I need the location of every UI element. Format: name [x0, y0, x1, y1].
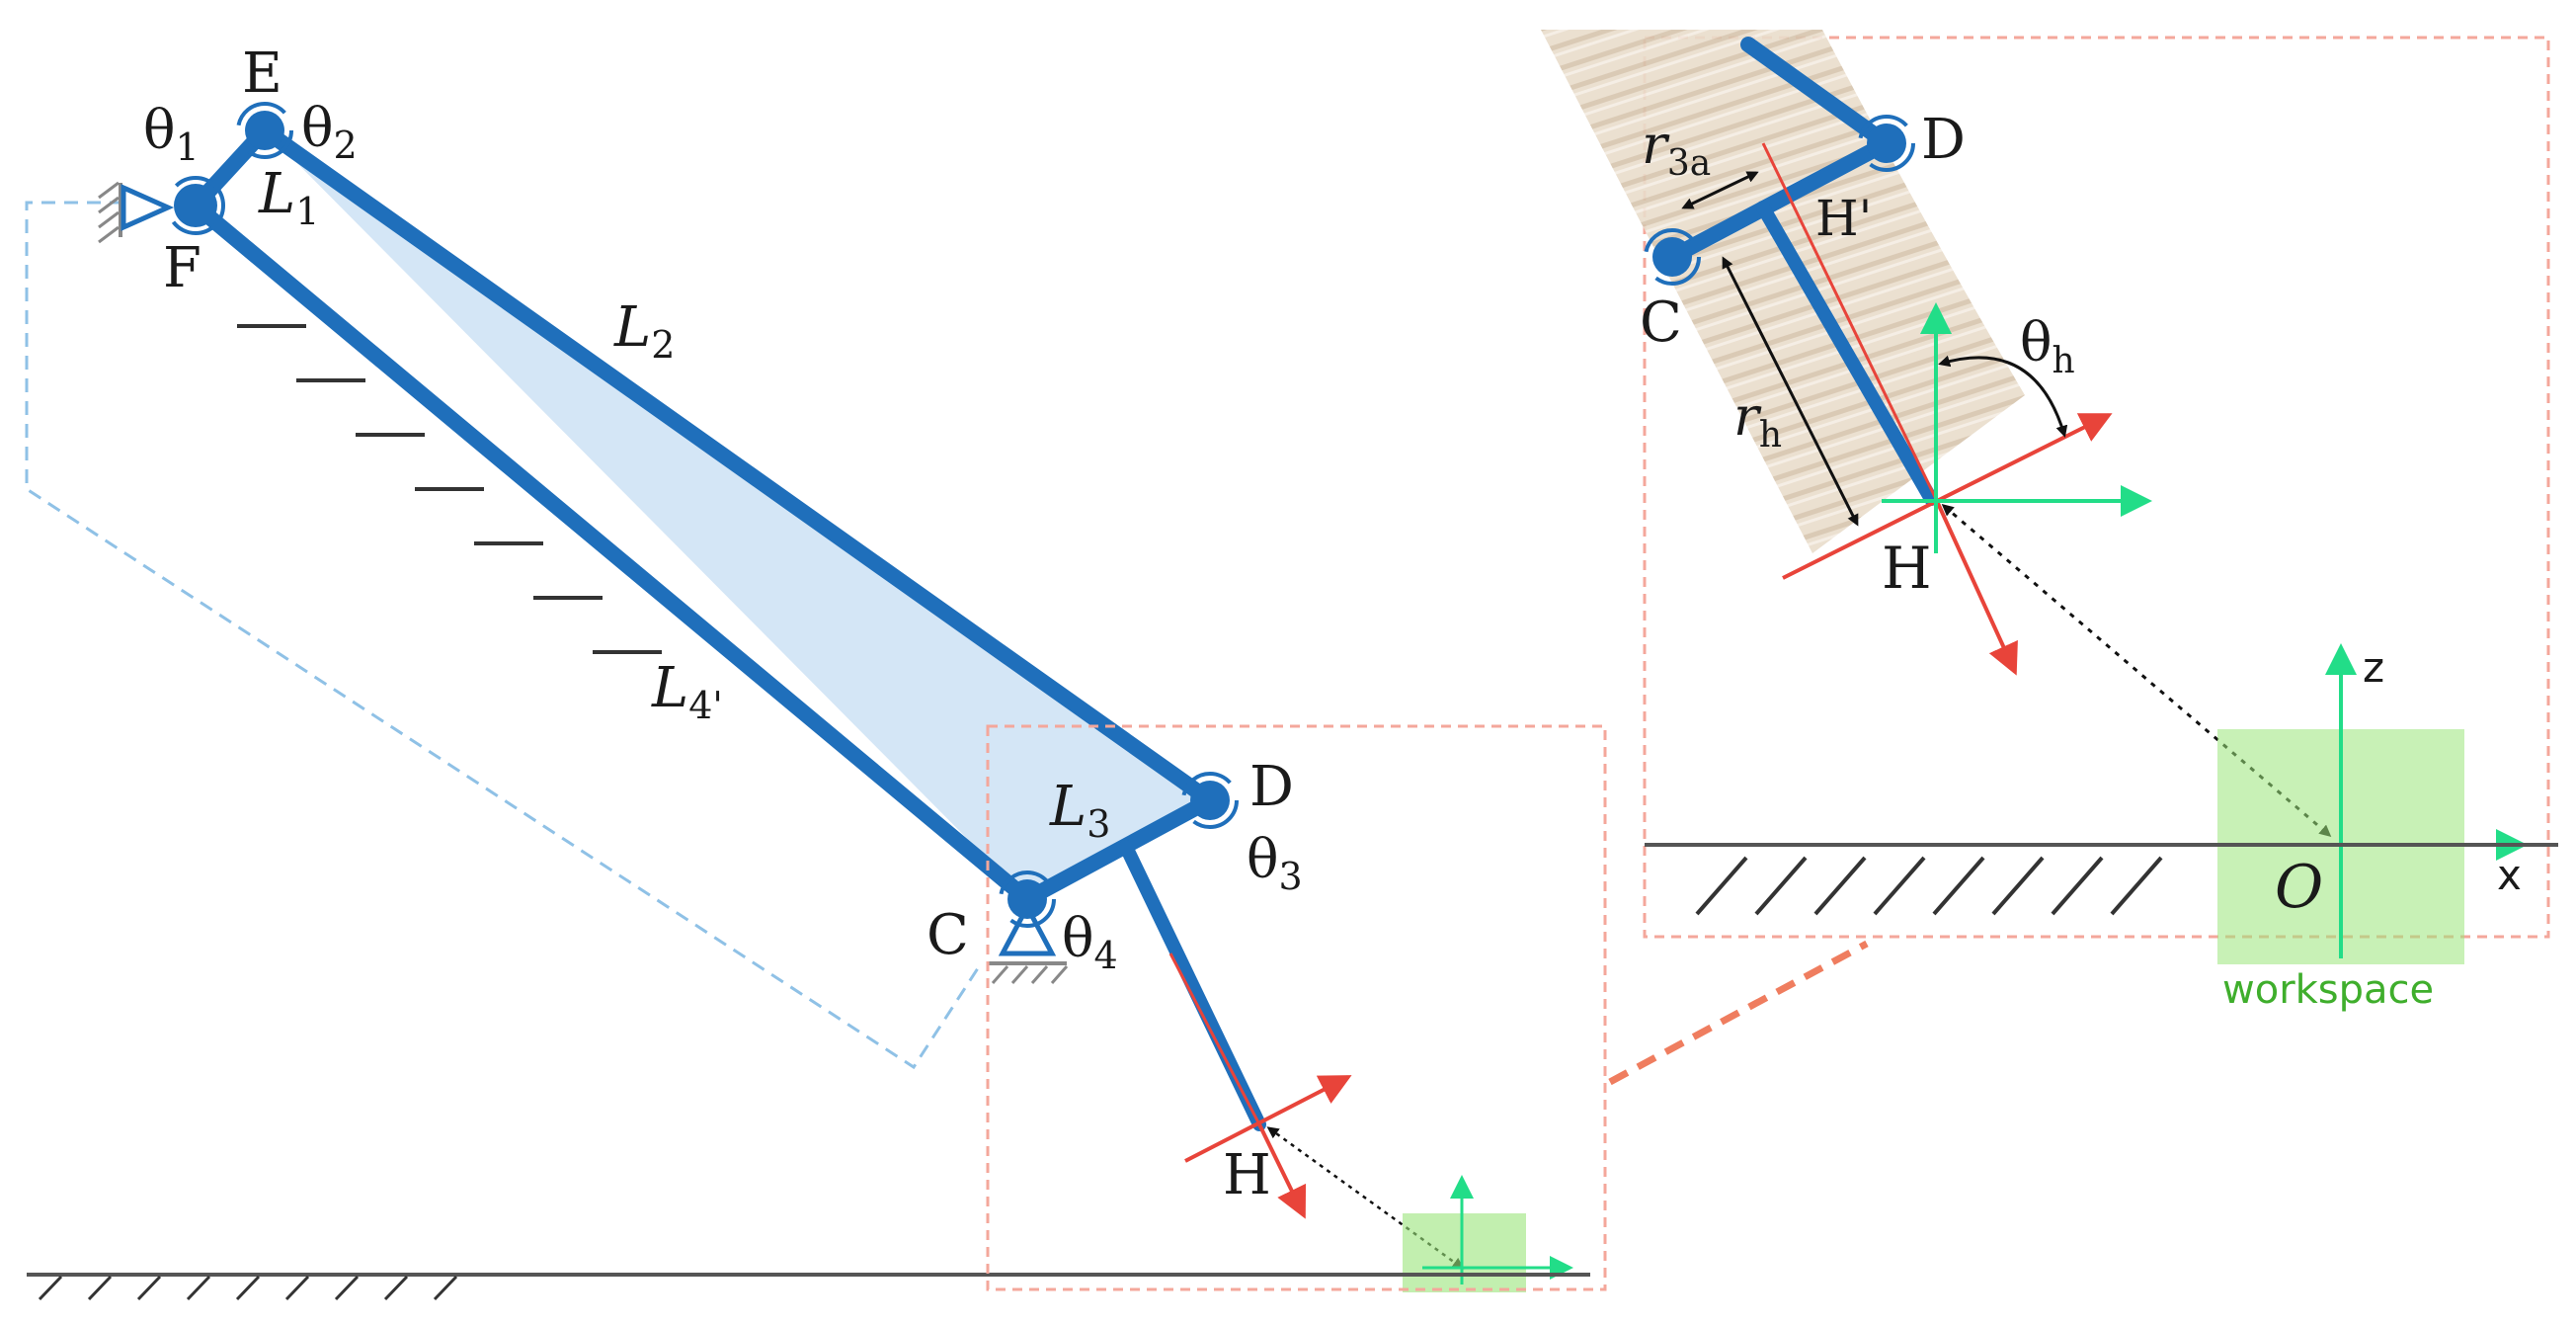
link-L2: [257, 123, 1218, 808]
base-outline-dashed: [25, 201, 980, 1070]
label-theta3: θ3: [1247, 828, 1303, 898]
inset-frame-x-red: [1782, 413, 2113, 580]
label-L3: L3: [1049, 775, 1110, 846]
zoom-box-main: [986, 724, 1607, 1291]
inset-label-r3a: r3a: [1642, 114, 1711, 184]
inset-label-O: O: [2275, 853, 2323, 922]
inset-label-z: z: [2363, 643, 2384, 692]
inset-zoom-box: [1643, 36, 2550, 939]
inset-tool-to-origin: [1941, 504, 2332, 837]
tool-frame-x-axis: [1184, 1075, 1352, 1163]
link-L3: [1019, 792, 1218, 907]
ground-support-C: [988, 901, 1069, 984]
label-H: H: [1223, 1143, 1271, 1207]
workspace-small: [1403, 1213, 1526, 1292]
dim-r3a: [1681, 171, 1759, 209]
label-L1: L1: [258, 162, 319, 233]
label-E: E: [242, 41, 282, 106]
inset-joint-D: [1858, 115, 1915, 172]
zoom-connector: [1608, 940, 1869, 1086]
inset-label-D: D: [1921, 108, 1966, 172]
joint-C: [999, 870, 1056, 928]
label-theta1: θ1: [143, 99, 200, 169]
label-D: D: [1249, 755, 1294, 819]
floor-hatch-main: [38, 1275, 458, 1301]
tool-rod-axis: [1168, 953, 1261, 1125]
joint-E: [236, 102, 293, 159]
inset-link-L3: [1664, 135, 1894, 265]
dim-rh: [1722, 256, 1859, 527]
label-theta4: θ4: [1062, 907, 1118, 977]
inset-label-C: C: [1640, 290, 1682, 355]
inset-label-thetah: θh: [2020, 311, 2075, 381]
floor-hatch-inset: [1695, 856, 2163, 916]
joint-D: [1181, 772, 1239, 829]
arc-theta-h: [1938, 355, 2068, 438]
inset-label-Hprime: H': [1815, 190, 1872, 247]
ground-support-F: [98, 181, 175, 244]
workspace-label: workspace: [2222, 967, 2434, 1013]
inset-label-rh: rh: [1733, 385, 1782, 456]
inclined-ground-hatch: [237, 324, 662, 654]
label-L2: L2: [613, 295, 675, 367]
inset-label-H: H: [1882, 535, 1932, 602]
label-C: C: [926, 903, 969, 967]
inset-frame-z-red: [1934, 498, 2018, 676]
label-L4: L4': [651, 656, 723, 727]
coupler-triangle-shade: [265, 130, 1210, 899]
inset-label-x: x: [2497, 851, 2522, 899]
inset-joint-C: [1644, 228, 1701, 286]
label-theta2: θ2: [301, 97, 358, 167]
tool-rod: [1119, 840, 1266, 1131]
link-L4: [188, 198, 1035, 907]
label-F: F: [163, 236, 201, 300]
joint-F: [166, 176, 225, 235]
